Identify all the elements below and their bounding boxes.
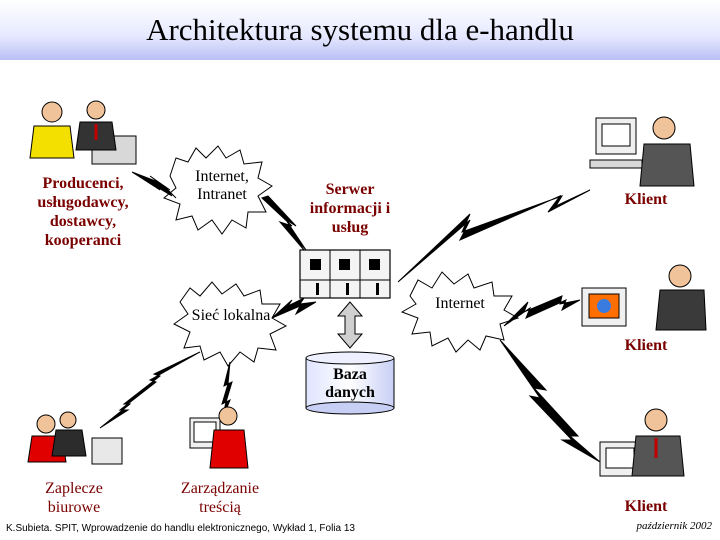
cloud-lan bbox=[173, 281, 288, 367]
label-server: Serwer informacji i usług bbox=[309, 181, 391, 236]
footer-citation: K.Subieta. SPIT, Wprowadzenie do handlu … bbox=[6, 523, 355, 534]
person-client-mid-illustration bbox=[581, 264, 707, 331]
link-lan-server bbox=[271, 296, 317, 319]
link-producers-cloud bbox=[131, 171, 177, 199]
label-internet-intranet: Internet, Intranet bbox=[195, 168, 249, 203]
person-client-bottom-illustration bbox=[599, 408, 685, 477]
server-db-arrow bbox=[336, 301, 364, 349]
people-content-mgmt-illustration bbox=[189, 406, 249, 469]
label-content-mgmt: Zarządzanie treścią bbox=[180, 480, 260, 516]
link-internet-client-mid bbox=[503, 295, 581, 327]
people-producers-illustration bbox=[29, 100, 137, 165]
link-internet-client-bottom bbox=[499, 339, 601, 463]
cloud-internet bbox=[400, 271, 520, 353]
link-server-client-top bbox=[397, 189, 591, 283]
label-lan: Sieć lokalna bbox=[191, 307, 271, 324]
title-band bbox=[0, 0, 720, 60]
label-client-bottom: Klient bbox=[624, 498, 668, 515]
label-client-mid: Klient bbox=[624, 337, 668, 354]
lightning-links bbox=[99, 171, 601, 463]
link-cloud-server bbox=[261, 195, 307, 251]
database-cylinder bbox=[305, 351, 395, 415]
footer-date: październik 2002 bbox=[636, 520, 712, 532]
label-client-top: Klient bbox=[624, 191, 668, 208]
person-client-top-illustration bbox=[589, 116, 695, 187]
link-lan-backoffice bbox=[99, 351, 201, 429]
label-database: Baza danych bbox=[325, 366, 375, 401]
page-title: Architektura systemu dla e-handlu bbox=[146, 12, 574, 47]
cloud-internet-intranet bbox=[163, 145, 273, 235]
people-backoffice-illustration bbox=[27, 411, 123, 465]
label-internet: Internet bbox=[435, 295, 485, 312]
label-back-office: Zaplecze biurowe bbox=[45, 480, 103, 516]
server-rack bbox=[299, 249, 391, 299]
label-producers: Producenci, usługodawcy, dostawcy, koope… bbox=[37, 175, 129, 249]
